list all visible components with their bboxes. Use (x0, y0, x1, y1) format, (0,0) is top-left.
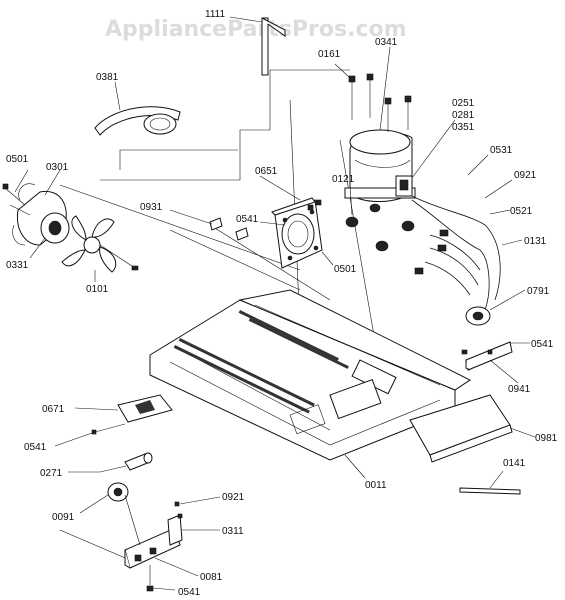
label-0791: 0791 (527, 286, 550, 297)
label-0931: 0931 (140, 202, 163, 213)
label-0081: 0081 (200, 572, 223, 583)
label-0341: 0341 (375, 37, 398, 48)
part-0101-fan-blade (61, 215, 139, 273)
label-0381: 0381 (96, 72, 119, 83)
label-0541-top: 0541 (236, 214, 259, 225)
part-1111-tube (261, 17, 286, 76)
label-0301: 0301 (46, 162, 69, 173)
label-0281: 0281 (452, 110, 475, 121)
part-0311-bracket-assembly (107, 482, 183, 592)
label-0351: 0351 (452, 122, 475, 133)
part-0131-wire-harness (411, 195, 501, 326)
label-0161: 0161 (318, 49, 341, 60)
label-0921-bottom: 0921 (222, 492, 245, 503)
part-0941-bracket (461, 341, 513, 371)
leader-lines (14, 16, 536, 591)
label-0251: 0251 (452, 98, 475, 109)
label-0531: 0531 (490, 145, 513, 156)
label-0921-top: 0921 (514, 170, 537, 181)
label-0131: 0131 (524, 236, 547, 247)
part-0301-fan-motor (2, 183, 70, 246)
label-0101: 0101 (86, 284, 109, 295)
label-0651: 0651 (255, 166, 278, 177)
label-0981: 0981 (535, 433, 558, 444)
part-0671-cover (91, 394, 173, 435)
label-0541-mid: 0541 (24, 442, 47, 453)
label-0141: 0141 (503, 458, 526, 469)
label-0311: 0311 (222, 526, 244, 537)
label-0501-left: 0501 (6, 154, 29, 165)
part-0651-fan-shroud (271, 197, 323, 269)
label-0521: 0521 (510, 206, 533, 217)
part-0981-drain-pan (409, 394, 521, 495)
label-0941: 0941 (508, 384, 531, 395)
label-1111: 1111 (205, 9, 225, 20)
part-0271-capacitor (99, 452, 153, 473)
label-0121: 0121 (332, 174, 355, 185)
label-0501-right: 0501 (334, 264, 357, 275)
part-0381-drain-loop (94, 106, 181, 136)
label-0671: 0671 (42, 404, 65, 415)
part-0341-compressor (344, 73, 416, 252)
part-number-labels: 1111 0161 0341 0381 0251 0281 0351 0501 … (6, 9, 558, 598)
label-0091: 0091 (52, 512, 75, 523)
label-0541-bottom: 0541 (178, 587, 201, 598)
label-0271: 0271 (40, 468, 63, 479)
part-base-pan (149, 289, 471, 461)
label-0011: 0011 (365, 480, 387, 491)
label-0541-right: 0541 (531, 339, 554, 350)
label-0331: 0331 (6, 260, 29, 271)
part-0931-clips (209, 217, 249, 241)
